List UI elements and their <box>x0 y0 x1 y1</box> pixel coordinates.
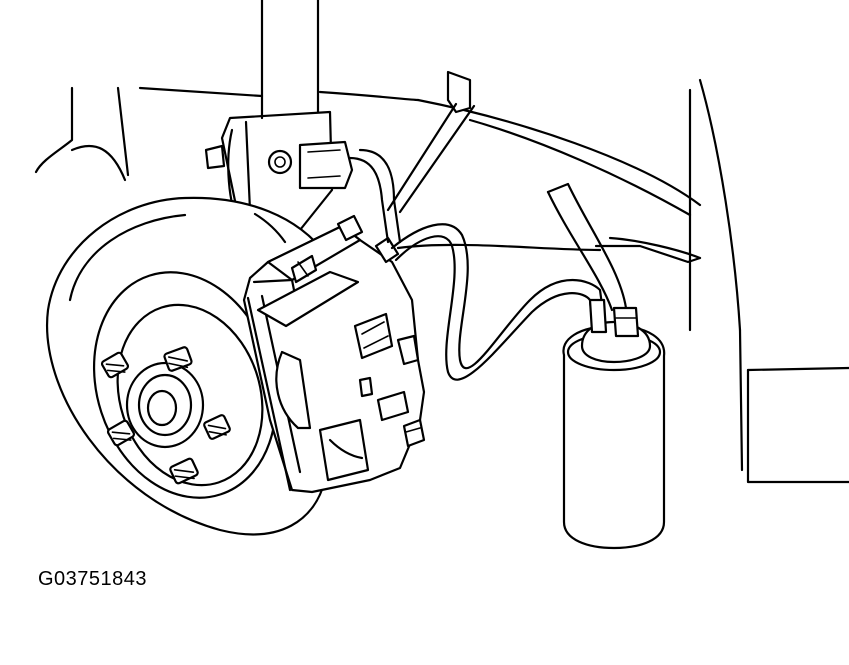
bleeder-screw <box>338 216 398 262</box>
lug-stud <box>101 352 129 379</box>
lug-stud <box>203 414 231 441</box>
bleeder-tube <box>392 224 604 379</box>
strut-assembly <box>206 0 600 250</box>
brake-hose <box>350 150 400 242</box>
lug-stud <box>107 420 135 447</box>
vent-tube <box>548 184 626 310</box>
brake-caliper <box>244 226 424 492</box>
wheel-hub <box>101 346 231 485</box>
lug-stud <box>164 346 193 372</box>
catch-bottle <box>563 300 664 548</box>
figure-id: G03751843 <box>38 568 148 590</box>
lug-stud <box>169 458 198 485</box>
